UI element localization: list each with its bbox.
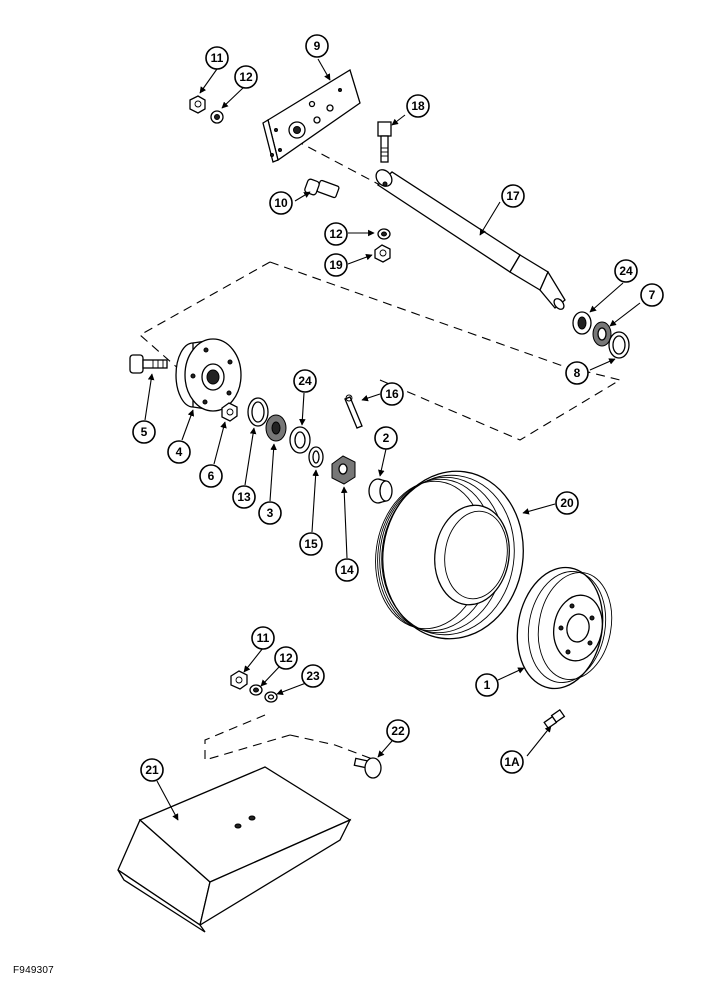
callout-10: 10	[269, 191, 293, 215]
callout-11-top: 11	[205, 46, 229, 70]
callout-label: 3	[267, 506, 274, 520]
wheel-nut	[221, 402, 238, 422]
castle-nut	[331, 455, 356, 485]
callout-3: 3	[258, 501, 282, 525]
callout-label: 19	[329, 258, 343, 272]
oil-seal-right	[572, 311, 592, 335]
hex-bolt	[377, 121, 392, 163]
callout-label: 8	[574, 366, 581, 380]
callout-label: 11	[257, 631, 270, 645]
callout-label: 11	[211, 51, 224, 65]
dust-cap	[368, 478, 393, 504]
callout-23: 23	[301, 664, 325, 688]
callout-label: 24	[298, 374, 312, 388]
figure-code: F949307	[13, 965, 54, 976]
callout-24-left: 24	[293, 369, 317, 393]
callout-6: 6	[199, 464, 223, 488]
carriage-bolt	[304, 178, 340, 199]
bearing-cone-right	[592, 321, 612, 347]
callout-label: 1A	[504, 755, 520, 769]
callout-22: 22	[386, 719, 410, 743]
bearing-cup-right	[608, 331, 630, 359]
callout-19: 19	[324, 253, 348, 277]
lock-nut-bottom	[230, 670, 248, 690]
wheel-stud	[129, 354, 168, 374]
callout-12-top: 12	[234, 65, 258, 89]
callout-16: 16	[380, 382, 404, 406]
callout-label: 12	[239, 70, 253, 84]
lock-washer-bottom	[249, 684, 263, 696]
callout-label: 21	[145, 763, 159, 777]
hex-nut-axle	[374, 244, 391, 263]
callout-9: 9	[305, 34, 329, 58]
assembly-guide-lines	[139, 139, 622, 761]
callout-label: 9	[314, 39, 321, 53]
callout-label: 10	[274, 196, 288, 210]
callout-5: 5	[132, 420, 156, 444]
wheel-rim	[516, 566, 613, 690]
mounting-plate	[262, 69, 361, 163]
callout-label: 12	[329, 227, 343, 241]
spindle-axle	[375, 169, 566, 310]
callout-11-bottom: 11	[251, 626, 275, 650]
callout-label: 6	[208, 469, 215, 483]
callout-label: 12	[279, 651, 293, 665]
skid-shoe	[117, 766, 352, 933]
callout-label: 23	[306, 669, 320, 683]
callout-12-axle: 12	[324, 222, 348, 246]
callout-label: 4	[176, 445, 183, 459]
callout-label: 17	[506, 189, 520, 203]
flat-washer-bottom	[264, 691, 278, 703]
callout-2: 2	[374, 426, 398, 450]
wheel-hub	[175, 338, 242, 412]
oil-seal-left	[289, 426, 311, 454]
callout-label: 18	[411, 99, 425, 113]
lock-washer-top	[210, 110, 224, 124]
cotter-pin	[344, 394, 363, 429]
callout-15: 15	[299, 532, 323, 556]
callout-8: 8	[565, 361, 589, 385]
callout-13: 13	[232, 485, 256, 509]
callout-12-bottom: 12	[274, 646, 298, 670]
leader-lines	[144, 58, 641, 821]
callout-24-right: 24	[614, 259, 638, 283]
bearing-cup-left	[247, 397, 269, 427]
lock-nut-top	[189, 95, 206, 114]
callout-label: 7	[649, 288, 656, 302]
callout-4: 4	[167, 440, 191, 464]
callout-18: 18	[406, 94, 430, 118]
tire	[375, 470, 524, 640]
callout-14: 14	[335, 558, 359, 582]
bearing-cone-left	[265, 414, 287, 442]
callout-21: 21	[140, 758, 164, 782]
callout-label: 14	[340, 563, 354, 577]
callout-label: 1	[484, 678, 491, 692]
callout-label: 24	[619, 264, 633, 278]
callout-label: 13	[237, 490, 251, 504]
callout-1: 1	[475, 673, 499, 697]
callout-1a: 1A	[500, 750, 524, 774]
callout-17: 17	[501, 184, 525, 208]
callout-label: 2	[383, 431, 390, 445]
flat-washer	[308, 446, 324, 468]
lock-washer-axle	[377, 228, 391, 240]
callout-label: 22	[391, 724, 405, 738]
callout-label: 15	[304, 537, 318, 551]
valve-stem	[543, 708, 566, 730]
callout-label: 20	[560, 496, 574, 510]
plow-bolt	[353, 757, 382, 779]
callout-20: 20	[555, 491, 579, 515]
callout-label: 5	[141, 425, 148, 439]
callout-label: 16	[385, 387, 399, 401]
callout-7: 7	[640, 283, 664, 307]
